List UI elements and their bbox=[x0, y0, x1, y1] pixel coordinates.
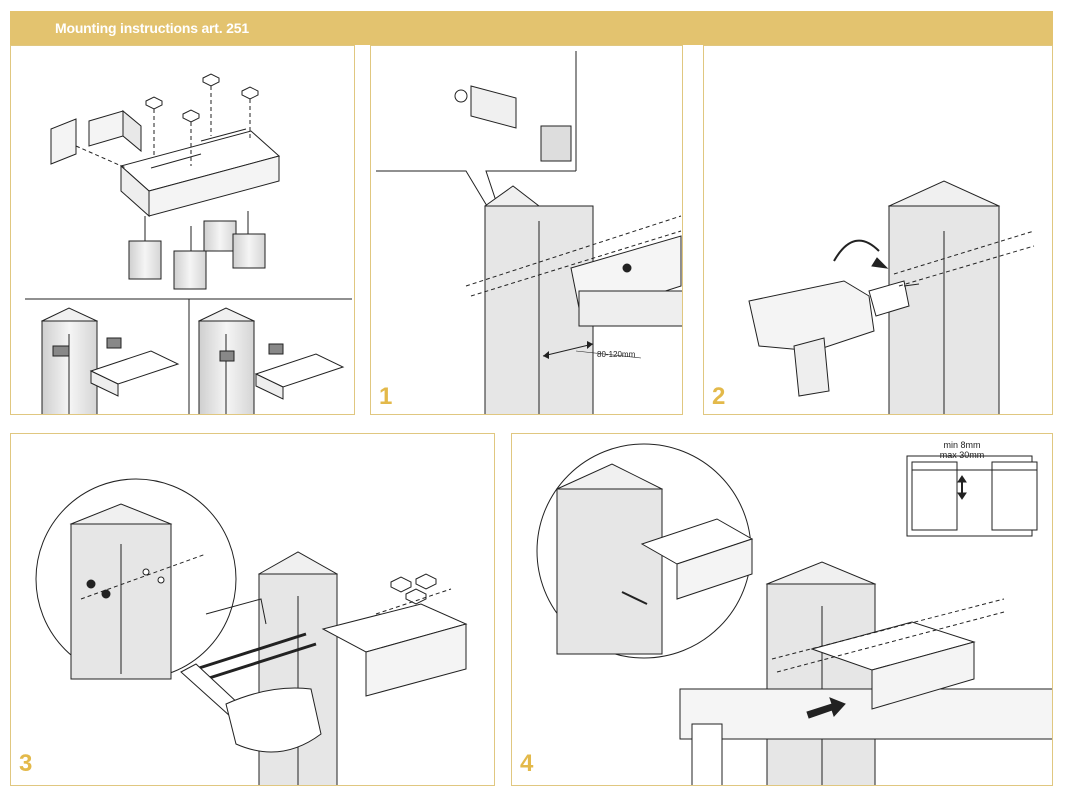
step-4-drawing bbox=[536, 443, 1052, 785]
gap-label: min 8mm max 30mm bbox=[932, 440, 992, 460]
step-number: 1 bbox=[379, 383, 393, 410]
panel-step-2: 2 bbox=[703, 45, 1053, 415]
gap-min-label: min 8mm bbox=[943, 440, 981, 450]
step-2-drawing bbox=[748, 180, 1035, 414]
panel-overview bbox=[10, 45, 355, 415]
panel-step-1: 80-120mm 1 bbox=[370, 45, 683, 415]
panel-step-4: min 8mm max 30mm 4 bbox=[511, 433, 1053, 786]
bracket-exploded-drawing bbox=[25, 73, 352, 414]
step-number: 2 bbox=[712, 383, 726, 410]
step-number: 3 bbox=[19, 750, 33, 777]
header-bar: Mounting instructions art. 251 bbox=[10, 11, 1053, 45]
gap-max-label: max 30mm bbox=[939, 450, 985, 460]
step-number: 4 bbox=[520, 750, 534, 777]
measurement-label: 80-120mm bbox=[597, 350, 636, 359]
panel-step-3: 3 bbox=[10, 433, 495, 786]
step-3-drawing bbox=[35, 478, 468, 785]
page-title: Mounting instructions art. 251 bbox=[55, 20, 249, 36]
step-1-drawing: 80-120mm bbox=[376, 51, 682, 414]
